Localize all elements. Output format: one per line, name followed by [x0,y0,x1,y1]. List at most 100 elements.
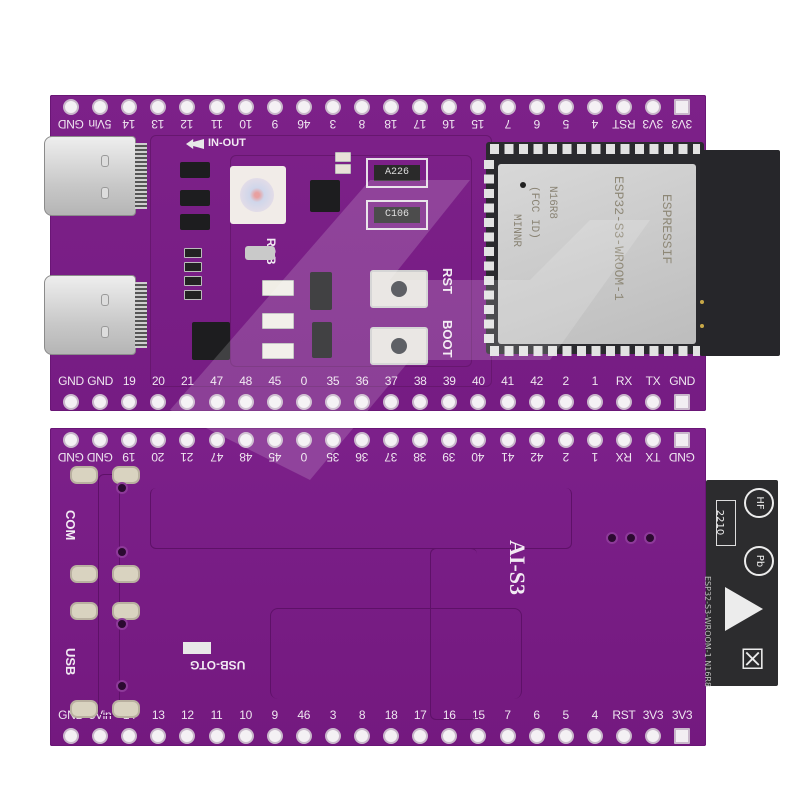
rst-button[interactable] [370,270,428,308]
header-pin[interactable] [499,728,516,744]
header-pin[interactable] [499,394,516,410]
usb-otg-jumper [183,642,211,654]
header-pin[interactable] [645,432,661,448]
header-pin[interactable] [324,728,341,744]
header-pin[interactable] [121,432,138,448]
header-pin[interactable] [615,99,632,115]
header-pin[interactable] [237,728,254,744]
header-pin[interactable] [615,432,632,448]
header-pin[interactable] [586,728,603,744]
header-pin[interactable] [615,394,632,410]
header-pin[interactable] [121,394,138,410]
header-pin[interactable] [586,432,603,448]
header-pin[interactable] [92,728,109,744]
header-pin[interactable] [63,728,79,744]
usb-mount-pad [112,602,140,620]
header-pin[interactable] [354,99,370,115]
header-pin[interactable] [470,394,487,410]
header-pin[interactable] [674,728,691,744]
header-pin[interactable] [441,99,458,115]
header-pin[interactable] [557,728,574,744]
header-pin[interactable] [92,432,109,448]
header-pin[interactable] [179,728,196,744]
header-pin[interactable] [470,99,487,115]
header-pin[interactable] [499,99,516,115]
header-pin[interactable] [441,432,458,448]
header-pin[interactable] [674,394,691,410]
header-pin[interactable] [412,99,429,115]
header-pin[interactable] [412,728,429,744]
header-pin[interactable] [208,394,225,410]
header-pin[interactable] [295,432,312,448]
header-pin[interactable] [586,394,603,410]
header-pin[interactable] [354,728,370,744]
header-pin[interactable] [528,394,545,410]
header-pin[interactable] [383,99,400,115]
header-pin[interactable] [295,99,312,115]
pin-label: 0 [300,450,307,464]
header-pin[interactable] [645,99,661,115]
header-pin[interactable] [63,432,79,448]
header-pin[interactable] [237,432,254,448]
header-pin[interactable] [383,394,400,410]
header-pin[interactable] [499,432,516,448]
header-pin[interactable] [645,394,661,410]
header-pin[interactable] [121,728,138,744]
header-pin[interactable] [615,728,632,744]
header-pin[interactable] [121,99,138,115]
usb-c-connector-top[interactable] [44,136,147,216]
header-pin[interactable] [354,432,370,448]
boot-button[interactable] [370,327,428,365]
header-pin[interactable] [63,99,79,115]
header-pin[interactable] [528,432,545,448]
header-pin[interactable] [557,99,574,115]
header-pin[interactable] [179,394,196,410]
header-pin[interactable] [150,99,167,115]
header-pin[interactable] [92,99,109,115]
header-pin[interactable] [266,432,283,448]
header-pin[interactable] [441,728,458,744]
header-pin[interactable] [586,99,603,115]
header-pin[interactable] [295,394,312,410]
header-pin[interactable] [674,99,691,115]
header-pin[interactable] [237,99,254,115]
header-pin[interactable] [63,394,79,410]
pin-label: 5Vin [88,117,112,131]
pin-label: 45 [268,450,282,464]
header-pin[interactable] [441,394,458,410]
header-pin[interactable] [150,394,167,410]
header-pin[interactable] [557,432,574,448]
header-pin[interactable] [324,394,341,410]
header-pin[interactable] [470,728,487,744]
header-pin[interactable] [266,394,283,410]
header-pin[interactable] [179,99,196,115]
header-pin[interactable] [528,99,545,115]
header-pin[interactable] [674,432,691,448]
header-pin[interactable] [266,728,283,744]
header-pin[interactable] [412,432,429,448]
header-pin[interactable] [179,432,196,448]
header-pin[interactable] [324,99,341,115]
header-pin[interactable] [208,728,225,744]
usb-c-connector-bottom[interactable] [44,275,147,355]
header-pin[interactable] [208,99,225,115]
header-pin[interactable] [557,394,574,410]
pin-label: 3V3 [671,708,693,722]
header-pin[interactable] [237,394,254,410]
header-pin[interactable] [266,99,283,115]
header-pin[interactable] [295,728,312,744]
header-pin[interactable] [92,394,109,410]
header-pin[interactable] [150,432,167,448]
pin-label: 3V3 [671,117,693,131]
header-pin[interactable] [354,394,370,410]
header-pin[interactable] [528,728,545,744]
header-pin[interactable] [383,432,400,448]
header-pin[interactable] [208,432,225,448]
header-pin[interactable] [470,432,487,448]
header-pin[interactable] [383,728,400,744]
header-pin[interactable] [645,728,661,744]
header-pin[interactable] [324,432,341,448]
header-pin[interactable] [412,394,429,410]
header-pin[interactable] [150,728,167,744]
